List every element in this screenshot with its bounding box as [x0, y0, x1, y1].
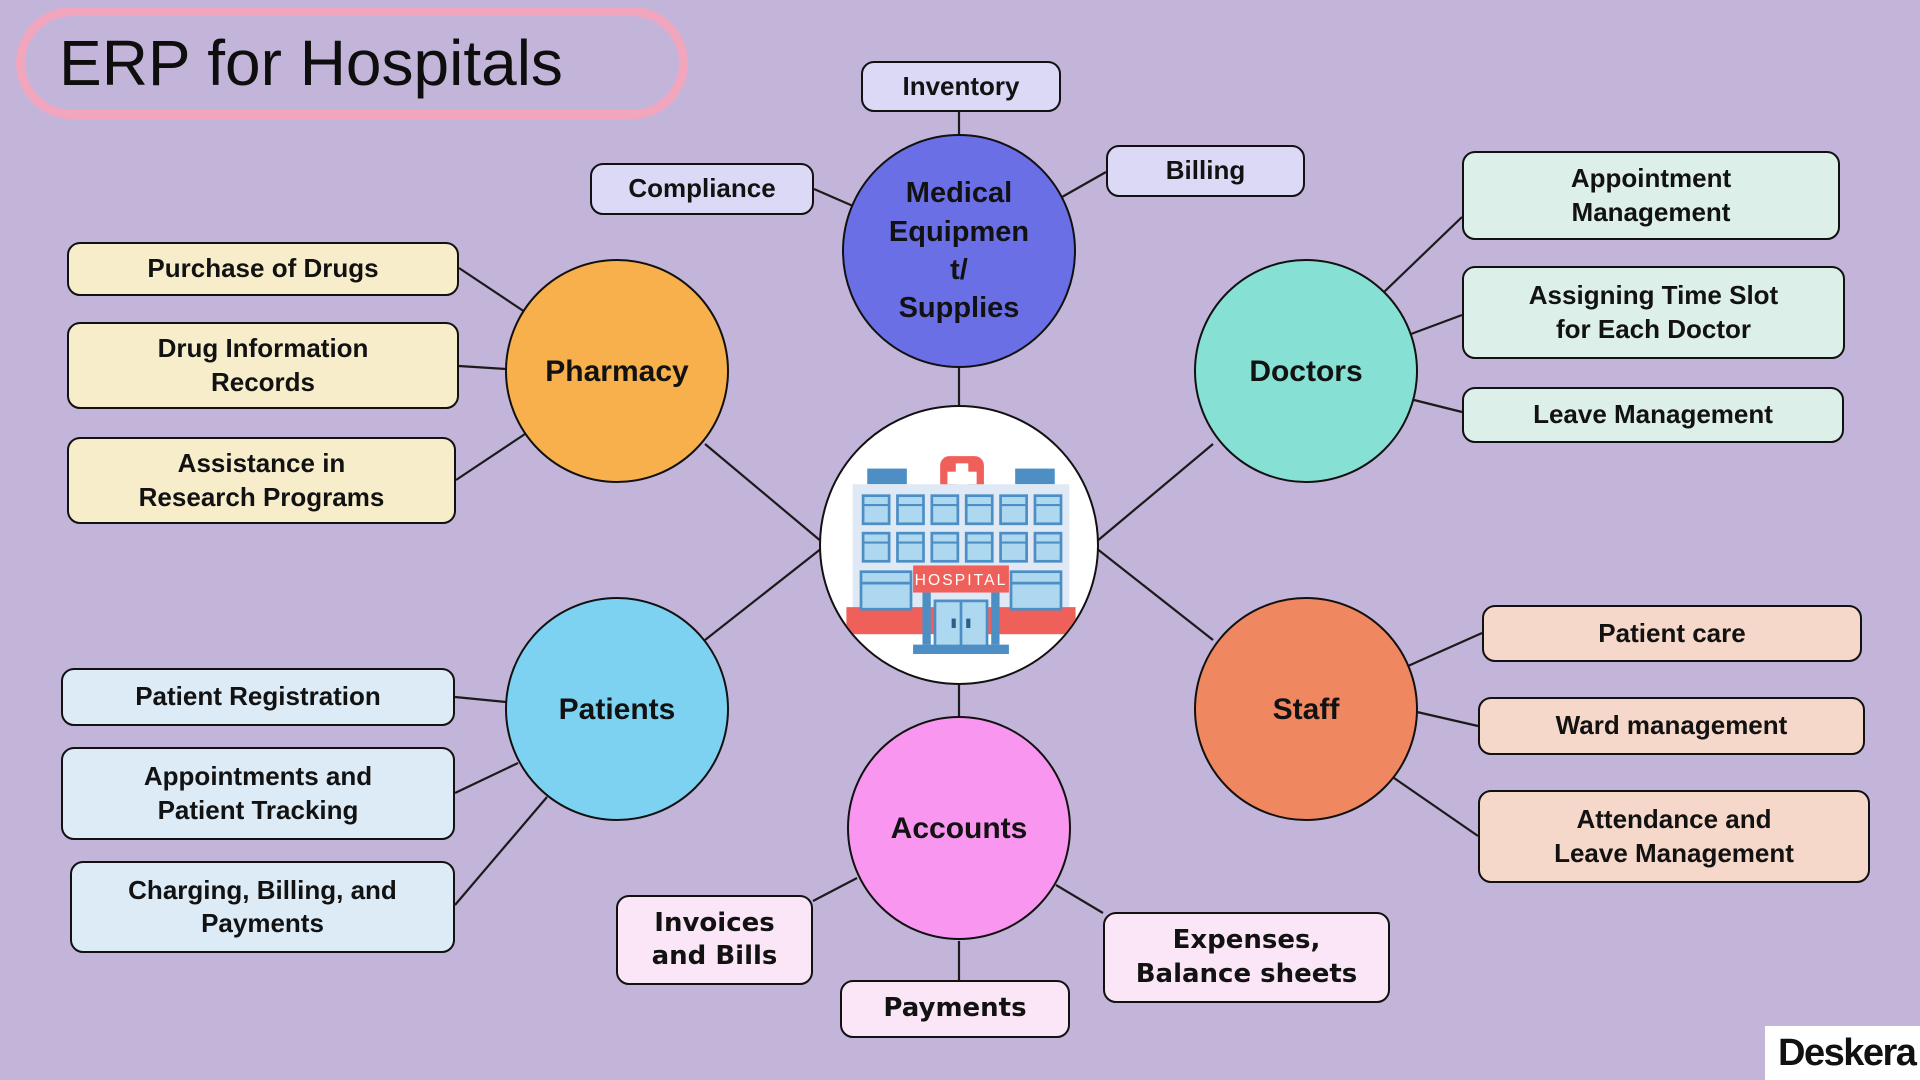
node-doctors-label: Doctors: [1249, 354, 1363, 388]
connector-reg-patients: [454, 695, 507, 704]
hospital-windows: [861, 494, 1063, 563]
connector-charge-patients: [454, 796, 548, 906]
box-ward-management: Ward management: [1478, 697, 1865, 755]
connector-appt-doctors: [1383, 216, 1463, 293]
box-attendance-leave-management: Attendance and Leave Management: [1478, 790, 1870, 883]
connector-purchase-pharmacy: [458, 267, 526, 313]
box-drug-information-records: Drug Information Records: [67, 322, 459, 409]
node-staff: Staff: [1194, 597, 1418, 821]
box-leave-management: Leave Management: [1462, 387, 1844, 443]
hospital-column-left: [922, 592, 931, 645]
connector-center-doctors: [1095, 443, 1214, 543]
box-assigning-time-slot: Assigning Time Slot for Each Doctor: [1462, 266, 1845, 359]
hospital-illustration: HOSPITAL: [846, 456, 1076, 654]
node-medical-equipment: Medical Equipmen t/ Supplies: [842, 134, 1076, 368]
hospital-platform: [913, 644, 1009, 654]
node-accounts-label: Accounts: [890, 811, 1028, 845]
connector-compliance-medical: [813, 187, 854, 208]
connector-expenses-accounts: [1055, 884, 1104, 914]
box-billing: Billing: [1106, 145, 1305, 197]
deskera-logo: Deskera: [1765, 1026, 1920, 1080]
node-patients: Patients: [505, 597, 729, 821]
hospital-roof-block-right: [1015, 468, 1055, 485]
title-badge: ERP for Hospitals: [16, 7, 688, 119]
connector-center-pharmacy: [704, 443, 823, 543]
node-staff-label: Staff: [1272, 692, 1340, 726]
box-inventory: Inventory: [861, 61, 1061, 112]
connector-invoices-accounts: [812, 877, 858, 902]
node-patients-label: Patients: [558, 692, 676, 726]
box-compliance: Compliance: [590, 163, 814, 215]
connector-leave-doctors: [1413, 398, 1463, 414]
node-pharmacy: Pharmacy: [505, 259, 729, 483]
connector-care-staff: [1407, 631, 1483, 668]
hospital-window-mullions: [863, 504, 1061, 544]
connector-slot-doctors: [1410, 313, 1463, 336]
hospital-roof-block-left: [867, 468, 907, 485]
hospital-lower-window-right: [1009, 570, 1063, 611]
box-purchase-of-drugs: Purchase of Drugs: [67, 242, 459, 296]
hospital-sign-text: HOSPITAL: [915, 572, 1008, 589]
connector-druginfo-pharmacy: [458, 364, 507, 371]
node-accounts: Accounts: [847, 716, 1071, 940]
box-patient-care: Patient care: [1482, 605, 1862, 662]
hospital-door-handle-right: [966, 618, 971, 628]
box-payments: Payments: [840, 980, 1070, 1038]
connector-track-patients: [454, 762, 519, 794]
hospital-column-right: [991, 592, 1000, 645]
box-patient-registration: Patient Registration: [61, 668, 455, 726]
deskera-logo-text: Deskera: [1778, 1031, 1917, 1074]
connector-ward-staff: [1416, 710, 1479, 728]
node-medical-equipment-label: Medical Equipmen t/ Supplies: [888, 177, 1030, 325]
box-expenses-balance-sheets: Expenses, Balance sheets: [1103, 912, 1390, 1003]
hospital-center-node: HOSPITAL: [819, 405, 1099, 685]
node-pharmacy-label: Pharmacy: [545, 354, 689, 388]
box-invoices-and-bills: Invoices and Bills: [616, 895, 813, 985]
box-appointments-patient-tracking: Appointments and Patient Tracking: [61, 747, 455, 840]
box-charging-billing-payments: Charging, Billing, and Payments: [70, 861, 455, 953]
box-appointment-management: Appointment Management: [1462, 151, 1840, 240]
hospital-sign: [913, 565, 1009, 593]
connector-assist-pharmacy: [455, 433, 526, 481]
connector-billing-medical: [1061, 171, 1107, 198]
connector-center-patients: [704, 547, 823, 641]
node-doctors: Doctors: [1194, 259, 1418, 483]
box-assistance-research-programs: Assistance in Research Programs: [67, 437, 456, 524]
page-title: ERP for Hospitals: [59, 27, 563, 99]
hospital-lower-window-left: [859, 570, 913, 611]
hospital-door-handle-left: [951, 618, 956, 628]
connector-center-staff: [1095, 547, 1214, 641]
connector-attend-staff: [1393, 777, 1479, 837]
